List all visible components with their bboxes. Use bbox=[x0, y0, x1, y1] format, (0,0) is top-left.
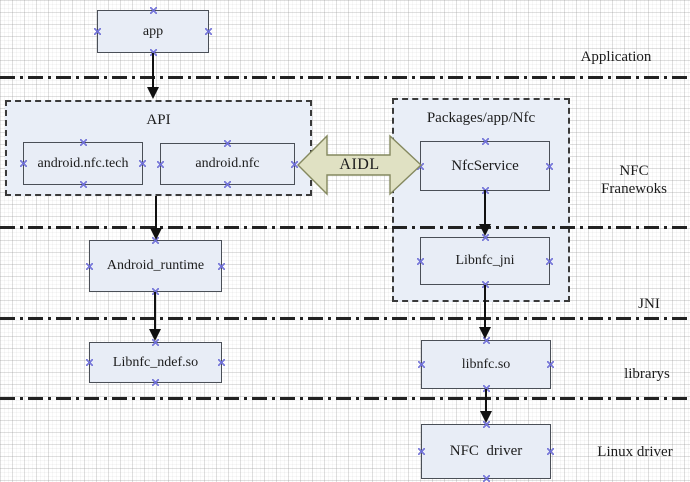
connection-point bbox=[224, 181, 231, 188]
layer-label-application[interactable]: Application bbox=[580, 49, 652, 65]
arrow-android-runtime-to-libnfc-ndef[interactable] bbox=[149, 292, 161, 341]
layer-label-linux-driver[interactable]: Linux driver bbox=[597, 444, 673, 460]
node-nfc-driver[interactable]: NFC driver bbox=[418, 421, 554, 482]
connection-point bbox=[205, 28, 212, 35]
arrow-shaft bbox=[154, 292, 156, 331]
layer-label-nfc-frameworks[interactable]: NFC Franewoks bbox=[601, 163, 667, 197]
connection-point bbox=[482, 475, 490, 482]
node-app[interactable]: app bbox=[94, 7, 212, 56]
connection-point bbox=[218, 262, 225, 270]
aidl-label: AIDL bbox=[339, 156, 380, 173]
node-android-nfc[interactable]: android.nfc bbox=[157, 140, 298, 188]
arrowhead-icon bbox=[147, 87, 159, 99]
connection-point bbox=[149, 7, 157, 14]
packages-app-nfc-group-title: Packages/app/Nfc bbox=[426, 110, 536, 126]
connection-point bbox=[152, 288, 159, 295]
node-android-nfc-label: android.nfc bbox=[195, 156, 260, 171]
node-libnfc-jni-label: Libnfc_jni bbox=[455, 253, 515, 268]
node-android-runtime-label: Android_runtime bbox=[106, 258, 205, 273]
connection-point bbox=[79, 139, 87, 146]
connection-point bbox=[94, 28, 101, 35]
node-libnfc-jni[interactable]: Libnfc_jni bbox=[417, 234, 553, 288]
layer-divider-application[interactable] bbox=[0, 76, 690, 79]
connection-point bbox=[546, 257, 553, 265]
arrow-api-to-android-runtime[interactable] bbox=[150, 196, 162, 240]
connection-point bbox=[20, 160, 27, 167]
node-app-label: app bbox=[142, 23, 164, 39]
node-nfc-service[interactable]: NfcService bbox=[417, 138, 553, 194]
connection-point bbox=[86, 359, 93, 366]
node-libnfc-so-label: libnfc.so bbox=[461, 356, 511, 372]
connection-point bbox=[224, 140, 231, 147]
layer-label-librarys[interactable]: librarys bbox=[624, 366, 670, 382]
connection-point bbox=[418, 361, 425, 368]
layer-divider-librarys[interactable] bbox=[0, 397, 690, 400]
connection-point bbox=[152, 237, 159, 244]
connection-point bbox=[482, 421, 490, 428]
connection-point bbox=[547, 448, 554, 455]
connection-point bbox=[481, 281, 489, 288]
connection-point bbox=[218, 359, 225, 366]
arrow-shaft bbox=[484, 190, 486, 226]
connection-point bbox=[481, 234, 489, 241]
arrow-shaft bbox=[485, 389, 487, 413]
layer-divider-nfc-frameworks[interactable] bbox=[0, 226, 690, 229]
arrowhead-icon bbox=[150, 228, 162, 240]
connection-point bbox=[139, 160, 146, 167]
node-android-runtime[interactable]: Android_runtime bbox=[86, 237, 225, 295]
connection-point bbox=[417, 257, 424, 265]
connection-point bbox=[546, 162, 553, 170]
arrow-shaft bbox=[152, 53, 154, 89]
connection-point bbox=[149, 49, 157, 56]
arrow-libnfc-so-to-nfc-driver[interactable] bbox=[480, 389, 492, 423]
connection-point bbox=[482, 337, 490, 344]
arrow-app-to-api[interactable] bbox=[147, 53, 159, 99]
connection-point bbox=[152, 339, 159, 346]
aidl-double-arrow-shape[interactable] bbox=[297, 134, 422, 196]
connection-point bbox=[291, 160, 298, 168]
node-nfc-service-label: NfcService bbox=[451, 157, 519, 174]
layer-label-jni[interactable]: JNI bbox=[638, 296, 660, 312]
layer-divider-jni[interactable] bbox=[0, 317, 690, 320]
connection-point bbox=[79, 181, 87, 188]
node-nfc-driver-label: NFC driver bbox=[449, 443, 523, 459]
arrowhead-icon bbox=[480, 411, 492, 423]
node-android-nfc-tech-label: android.nfc.tech bbox=[37, 155, 129, 171]
connection-point bbox=[418, 448, 425, 455]
connection-point bbox=[152, 379, 159, 386]
api-group-title: API bbox=[146, 112, 171, 128]
connection-point bbox=[547, 361, 554, 368]
connection-point bbox=[157, 160, 164, 168]
arrowhead-icon bbox=[479, 224, 491, 236]
arrow-nfcservice-to-libnfc-jni[interactable] bbox=[479, 190, 491, 236]
node-libnfc-ndef-so[interactable]: Libnfc_ndef.so bbox=[86, 339, 225, 386]
arrow-libnfc-jni-to-libnfc-so[interactable] bbox=[479, 285, 491, 339]
connection-point bbox=[86, 262, 93, 270]
arrow-shaft bbox=[155, 196, 157, 230]
arrowhead-icon bbox=[149, 329, 161, 341]
node-libnfc-ndef-so-label: Libnfc_ndef.so bbox=[112, 354, 199, 370]
connection-point bbox=[482, 385, 490, 392]
arrowhead-icon bbox=[479, 327, 491, 339]
node-libnfc-so[interactable]: libnfc.so bbox=[418, 337, 554, 392]
arrow-shaft bbox=[484, 285, 486, 329]
node-android-nfc-tech[interactable]: android.nfc.tech bbox=[20, 139, 146, 188]
connection-point bbox=[481, 138, 489, 145]
